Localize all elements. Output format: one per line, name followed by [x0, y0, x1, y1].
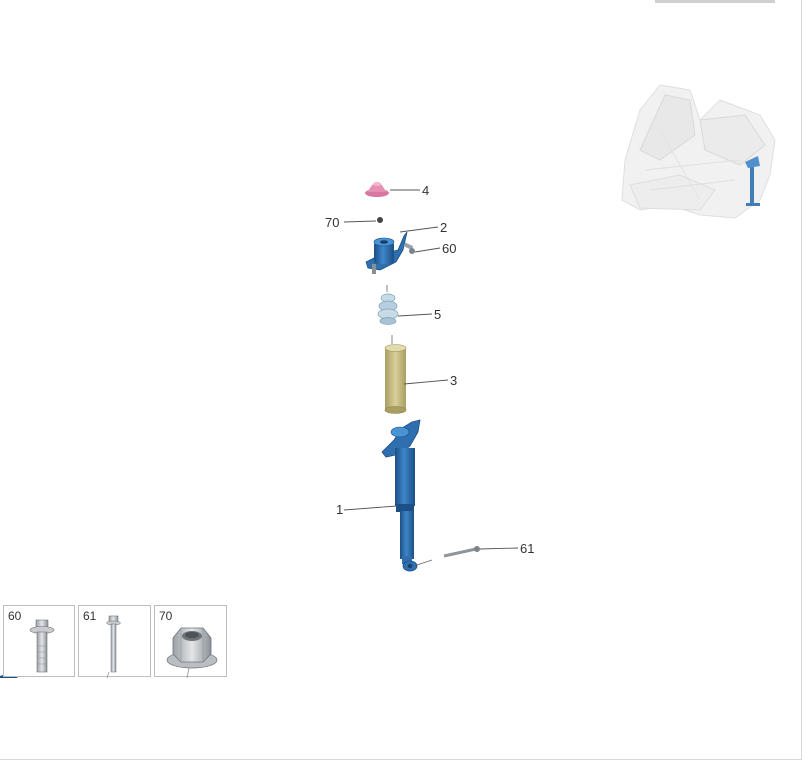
callout-3[interactable]: 3: [450, 373, 457, 388]
leader-3: [403, 379, 449, 385]
thumbnail-60-label: 60: [8, 609, 22, 623]
vehicle-locator-image: [621, 84, 776, 219]
thumbnail-61[interactable]: 61: [78, 605, 151, 678]
callout-4[interactable]: 4: [422, 183, 429, 198]
leader-60: [414, 247, 441, 253]
callout-61[interactable]: 61: [520, 541, 534, 556]
thumbnail-70[interactable]: 70: [154, 605, 227, 678]
leader-61: [479, 547, 519, 550]
callout-1[interactable]: 1: [336, 502, 343, 517]
flange-nut-icon: [166, 627, 218, 678]
leader-70: [343, 220, 377, 223]
long-bolt-icon: [106, 615, 121, 678]
part-4-cap[interactable]: [365, 182, 389, 197]
part-3-dust-boot[interactable]: [384, 335, 407, 414]
part-5-bump-stop[interactable]: [377, 285, 399, 325]
thumbnail-61-label: 61: [83, 609, 97, 623]
callout-60[interactable]: 60: [442, 241, 456, 256]
part-70-nut[interactable]: [377, 217, 383, 223]
part-2-upper-mount[interactable]: [365, 231, 408, 274]
callout-5[interactable]: 5: [434, 307, 441, 322]
header-fragment: [655, 0, 775, 3]
locator-strut-highlight: [745, 156, 760, 206]
thumbnail-70-label: 70: [159, 609, 173, 623]
callout-2[interactable]: 2: [440, 220, 447, 235]
part-60-bolt[interactable]: [403, 242, 415, 254]
flange-bolt-icon: [29, 619, 55, 673]
callout-70[interactable]: 70: [325, 215, 339, 230]
leader-5: [397, 313, 433, 317]
thumbnail-60[interactable]: 60: [3, 605, 75, 677]
part-1-shock-absorber[interactable]: [381, 419, 433, 572]
part-61-long-bolt[interactable]: [443, 546, 480, 558]
leader-1: [343, 505, 398, 511]
leader-2: [399, 226, 439, 233]
